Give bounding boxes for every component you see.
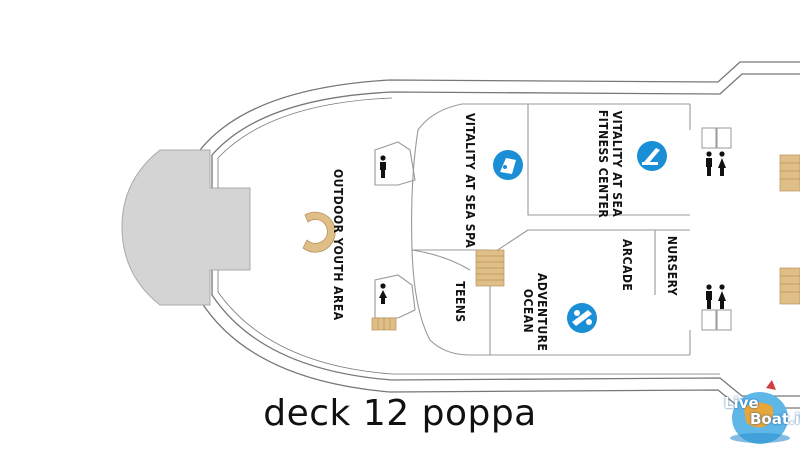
label-fitness-line1: VITALITY AT SEA (610, 110, 624, 218)
interior-walls (374, 103, 691, 356)
liveboat-logo: Live Boat.it (716, 378, 800, 450)
stern-deck (121, 149, 251, 306)
label-nursery: NURSERY (665, 235, 679, 297)
label-outdoor-youth-area: OUTDOOR YOUTH AREA (331, 169, 345, 321)
label-arcade: ARCADE (620, 239, 634, 292)
elevator-icon (701, 127, 732, 331)
fitness-icon (637, 141, 667, 171)
restroom-icon (379, 151, 726, 309)
label-adventure-line2: OCEAN (521, 288, 535, 334)
hull-outline (199, 61, 800, 409)
spa-icon (493, 150, 523, 180)
label-adventure-line1: ADVENTURE (535, 273, 549, 352)
logo-line1: Live (724, 394, 759, 412)
youth-icon (567, 303, 597, 333)
spiral-stairs-icon (302, 211, 336, 253)
deck-caption: deck 12 poppa (263, 393, 537, 434)
label-fitness-line2: FITNESS CENTER (596, 109, 610, 219)
globe-icon (730, 380, 790, 444)
label-spa: VITALITY AT SEA SPA (463, 113, 477, 249)
logo-line2: Boat.it (750, 410, 800, 428)
label-teens: TEENS (453, 281, 467, 323)
stairs-icon (371, 154, 800, 331)
